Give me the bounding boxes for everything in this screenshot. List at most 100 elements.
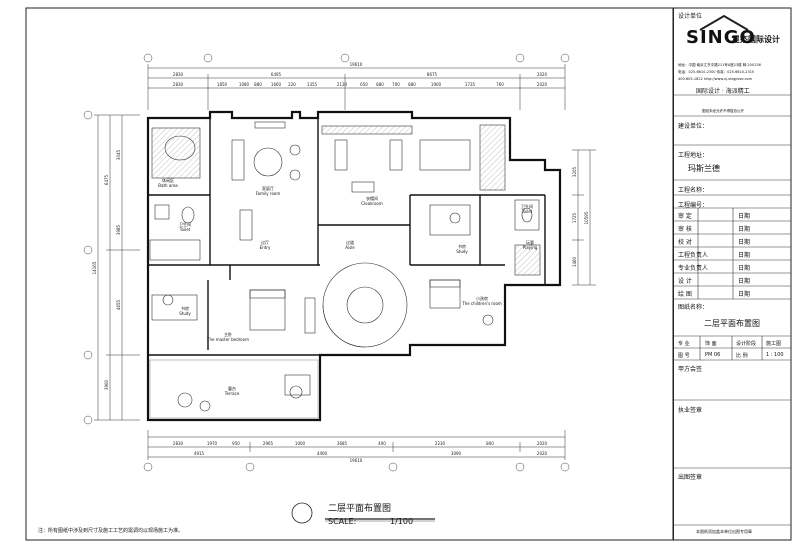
- svg-text:800: 800: [486, 441, 494, 446]
- drawing-title-label: 图纸名称：: [678, 304, 709, 311]
- room-label-8-en: Playing: [523, 245, 538, 250]
- svg-text:2020: 2020: [537, 72, 548, 77]
- svg-text:1900: 1900: [431, 82, 442, 87]
- svg-text:3205: 3205: [572, 166, 577, 177]
- project-address-label: 工程地址：: [678, 152, 709, 159]
- svg-text:3900: 3900: [104, 379, 109, 390]
- svg-text:4400: 4400: [317, 451, 328, 456]
- row-label-0: 审 定: [678, 213, 692, 220]
- svg-text:650: 650: [360, 82, 368, 87]
- room-label-10: 主卧: [224, 331, 232, 337]
- room-label-4-en: Entry: [260, 245, 271, 250]
- company-slogan: 国际设计 · 海派精工: [696, 88, 750, 95]
- project-name-label: 工程名称：: [678, 187, 709, 194]
- room-label-7: 卫生间: [521, 203, 533, 209]
- company-phone: 电话：025-6610-2300 传真：025-6610-2315: [678, 70, 755, 74]
- svg-text:880: 880: [376, 82, 384, 87]
- row-date-1: 日期: [738, 226, 751, 233]
- room-label-3-en: Toilet: [179, 227, 191, 232]
- bottom-total-dim: 19610: [350, 458, 363, 463]
- drawing-title-value: 二层平面布置图: [704, 319, 760, 328]
- drawing-no-label: 工程编号：: [678, 202, 709, 209]
- left-dimensions: [94, 114, 140, 421]
- sign-license: 执业签章: [678, 407, 703, 414]
- row-label-3: 工程负责人: [678, 252, 709, 259]
- room-label-7-en: Toilet: [521, 209, 533, 214]
- svg-text:10595: 10595: [584, 211, 589, 224]
- top-dimensions: [147, 64, 566, 110]
- svg-text:1460: 1460: [572, 256, 577, 267]
- room-label-10-en: The master bedroom: [206, 337, 249, 342]
- svg-text:1850: 1850: [217, 82, 228, 87]
- bottom-note: 本图纸须加盖本单位出图专用章: [696, 529, 752, 534]
- svg-text:700: 700: [392, 82, 400, 87]
- top-dim-labels: 19610 2830 6495 8675 2020 2830 1850 1080…: [173, 62, 548, 87]
- drawing-title-area: 二层平面布置图 SCALE: 1/100: [290, 497, 470, 537]
- svg-text:2130: 2130: [337, 82, 348, 87]
- svg-text:1080: 1080: [239, 82, 250, 87]
- interior-walls: [148, 118, 546, 356]
- room-label-5: 过道: [346, 239, 354, 245]
- row-label-5: 设 计: [678, 278, 692, 285]
- client-label: 建设单位：: [678, 123, 709, 130]
- room-label-11-en: The children's room: [461, 301, 502, 306]
- bottom-dimensions: [147, 430, 566, 460]
- right-dim-labels: 3205 1725 10595 1460: [572, 166, 589, 267]
- footnote: 注：所有图纸中涉及到尺寸及施工工艺的需调均以现场施工为准。: [38, 528, 184, 534]
- svg-text:2830: 2830: [173, 72, 184, 77]
- project-address-value: 玛斯兰德: [688, 164, 720, 173]
- scale-value: 1/100: [390, 517, 414, 526]
- svg-text:3685: 3685: [337, 441, 348, 446]
- room-label-4: 过厅: [261, 239, 269, 245]
- room-label-2: 衣帽间: [366, 195, 378, 201]
- svg-text:1725: 1725: [572, 212, 577, 223]
- svg-text:3045: 3045: [116, 149, 121, 160]
- row-date-2: 日期: [738, 239, 751, 246]
- axis-bubbles: [83, 53, 570, 472]
- sign-issue: 出图签章: [678, 474, 703, 481]
- room-label-9-en: Study: [179, 311, 191, 316]
- room-label-3: 卫生间: [179, 221, 191, 227]
- row-date-5: 日期: [738, 278, 751, 285]
- plan-title: 二层平面布置图: [328, 504, 392, 514]
- right-dimensions: [572, 149, 596, 286]
- svg-text:2020: 2020: [537, 441, 548, 446]
- room-label-2-en: Cloakroom: [361, 201, 383, 206]
- left-total-dim: 14165: [92, 261, 97, 274]
- room-label-0: 休闲区: [162, 177, 174, 183]
- left-dim-labels: 14165 6475 3900 3045 3985 4655: [92, 149, 121, 390]
- company-web: 400-605-1822 http://www.xj.singjiese.com: [678, 77, 753, 81]
- svg-text:6495: 6495: [271, 72, 282, 77]
- svg-text:4655: 4655: [116, 299, 121, 310]
- title-marker: [291, 502, 313, 524]
- room-label-12-en: Terrace: [224, 391, 240, 396]
- room-label-0-en: Bath area: [158, 183, 178, 188]
- svg-text:1660: 1660: [271, 82, 282, 87]
- brand-name: SINGO: [686, 27, 756, 48]
- svg-text:880: 880: [408, 82, 416, 87]
- row-date-4: 日期: [738, 265, 751, 272]
- svg-text:3090: 3090: [451, 451, 462, 456]
- svg-text:8675: 8675: [427, 72, 438, 77]
- scale-label: SCALE:: [328, 517, 357, 526]
- row-date-3: 日期: [738, 252, 751, 259]
- svg-text:760: 760: [496, 82, 504, 87]
- top-total-dim: 19610: [350, 62, 363, 67]
- company-logo: SINGO: [680, 16, 788, 48]
- svg-text:6475: 6475: [104, 174, 109, 185]
- svg-text:2020: 2020: [537, 82, 548, 87]
- logo-roof-icon: [699, 14, 749, 31]
- titleblock-grid: [673, 94, 791, 526]
- copyright-note: 图纸未经允许不得擅自公开: [702, 109, 744, 113]
- svg-text:2020: 2020: [537, 451, 548, 456]
- room-label-9: 书房: [181, 305, 189, 311]
- row-label-6: 绘 图: [678, 291, 692, 298]
- svg-text:1735: 1735: [465, 82, 476, 87]
- title-block: 设计单位 SINGO 星杰国际设计 地址：中国·南京江东中路211号A座23楼 …: [673, 8, 792, 540]
- svg-text:1000: 1000: [295, 441, 306, 446]
- svg-text:2830: 2830: [173, 441, 184, 446]
- room-label-5-en: Aisle: [345, 245, 355, 250]
- room-label-1-en: Family room: [256, 191, 281, 196]
- svg-text:2965: 2965: [263, 441, 274, 446]
